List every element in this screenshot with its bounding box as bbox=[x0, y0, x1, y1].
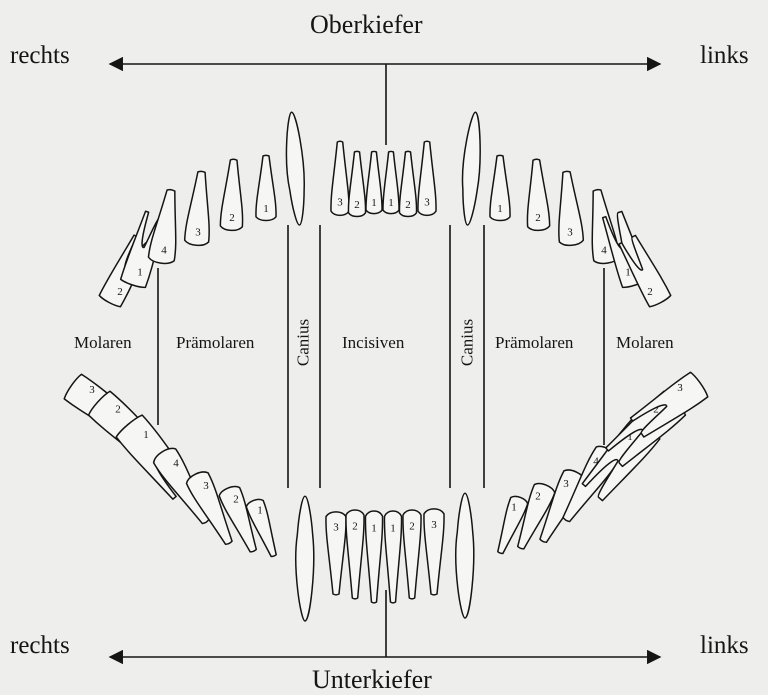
upper-right-premolar-3: 3 bbox=[184, 171, 213, 247]
lower-left-premolar-2-number: 2 bbox=[535, 490, 541, 502]
lower-left-premolar-3-number: 3 bbox=[563, 478, 569, 490]
lower-right-incisor-2: 2 bbox=[346, 510, 364, 599]
upper-left-canine-outline bbox=[459, 112, 483, 226]
lower-left-molar-3-number: 3 bbox=[677, 382, 683, 394]
upper-left-premolar-2: 2 bbox=[525, 159, 550, 231]
upper-right-incisor-1-number: 1 bbox=[371, 197, 377, 209]
upper-right-molar-2-number: 2 bbox=[117, 286, 123, 298]
upper-right-premolar-1-number: 1 bbox=[263, 203, 269, 215]
upper-right-incisor-3-number: 3 bbox=[337, 197, 343, 209]
upper-right-premolar-1: 1 bbox=[256, 155, 276, 220]
lower-right-incisor-1-number: 1 bbox=[371, 522, 377, 534]
upper-right-canine-outline bbox=[283, 112, 307, 226]
upper-right-incisor-2: 2 bbox=[348, 151, 365, 216]
upper-right-premolar-2: 2 bbox=[220, 159, 245, 231]
upper-left-premolar-1: 1 bbox=[490, 155, 510, 220]
canine-left-label: Canius bbox=[459, 316, 476, 370]
premolars-right-label: Prämolaren bbox=[176, 334, 254, 351]
upper-left-label: links bbox=[700, 43, 749, 68]
lower-right-molar-1-number: 1 bbox=[143, 429, 149, 441]
lower-left-incisor-2: 2 bbox=[403, 510, 421, 599]
upper-right-premolar-4-number: 4 bbox=[161, 245, 167, 257]
upper-left-premolar-2-number: 2 bbox=[535, 212, 541, 224]
upper-jaw-label: Oberkiefer bbox=[310, 12, 423, 38]
lower-left-incisor-2-number: 2 bbox=[409, 521, 415, 533]
upper-left-premolar-4-number: 4 bbox=[601, 245, 607, 257]
lower-left-premolar-1-number: 1 bbox=[511, 501, 517, 513]
upper-right-incisor-2-number: 2 bbox=[354, 199, 360, 211]
lower-left-canine bbox=[456, 493, 474, 618]
lower-right-premolar-3-number: 3 bbox=[203, 480, 209, 492]
lower-left-incisor-1-number: 1 bbox=[390, 522, 396, 534]
lower-right-premolar-2-number: 2 bbox=[233, 493, 239, 505]
upper-right-premolar-2-number: 2 bbox=[229, 212, 235, 224]
lower-right-premolar-4-number: 4 bbox=[173, 457, 179, 469]
lower-left-incisor-3: 3 bbox=[424, 509, 444, 595]
lower-right-incisor-3: 3 bbox=[326, 512, 346, 595]
lower-left-incisor-3-number: 3 bbox=[431, 519, 437, 531]
upper-left-canine bbox=[459, 112, 483, 226]
upper-right-premolar-4: 4 bbox=[148, 188, 184, 265]
lower-right-molar-2-number: 2 bbox=[115, 403, 121, 415]
upper-left-incisor-1-number: 1 bbox=[388, 197, 394, 209]
canine-right-label: Canius bbox=[295, 316, 312, 370]
lower-right-incisor-2-number: 2 bbox=[352, 521, 358, 533]
upper-left-incisor-3: 3 bbox=[418, 141, 436, 215]
upper-left-incisor-1: 1 bbox=[383, 151, 399, 213]
upper-right-canine bbox=[283, 112, 307, 226]
lower-jaw-label: Unterkiefer bbox=[312, 667, 432, 693]
lower-right-canine-outline bbox=[296, 496, 314, 621]
lower-right-canine bbox=[296, 496, 314, 621]
lower-right-incisor-3-number: 3 bbox=[333, 521, 339, 533]
upper-left-premolar-3-number: 3 bbox=[567, 227, 573, 239]
upper-left-premolar-1-number: 1 bbox=[497, 203, 503, 215]
molars-left-label: Molaren bbox=[616, 334, 674, 351]
upper-right-incisor-3: 3 bbox=[331, 141, 349, 215]
upper-left-incisor-2: 2 bbox=[399, 151, 416, 216]
premolars-left-label: Prämolaren bbox=[495, 334, 573, 351]
upper-right-premolar-3-number: 3 bbox=[195, 227, 201, 239]
lower-right-molar-3-number: 3 bbox=[89, 384, 95, 396]
upper-right-label: rechts bbox=[10, 43, 70, 68]
upper-left-molar-2-number: 2 bbox=[647, 286, 653, 298]
lower-right-incisor-1: 1 bbox=[365, 511, 382, 603]
upper-left-incisor-3-number: 3 bbox=[424, 197, 430, 209]
molars-right-label: Molaren bbox=[74, 334, 132, 351]
lower-right-premolar-1-number: 1 bbox=[257, 504, 263, 516]
lower-left-label: links bbox=[700, 633, 749, 658]
incisors-label: Incisiven bbox=[342, 334, 404, 351]
lower-left-canine-outline bbox=[456, 493, 474, 618]
upper-left-incisor-2-number: 2 bbox=[405, 199, 411, 211]
lower-left-incisor-1: 1 bbox=[384, 511, 401, 603]
upper-right-incisor-1: 1 bbox=[366, 151, 382, 213]
upper-left-premolar-3: 3 bbox=[554, 171, 583, 247]
upper-right-molar-1-number: 1 bbox=[137, 267, 143, 279]
lower-right-label: rechts bbox=[10, 633, 70, 658]
